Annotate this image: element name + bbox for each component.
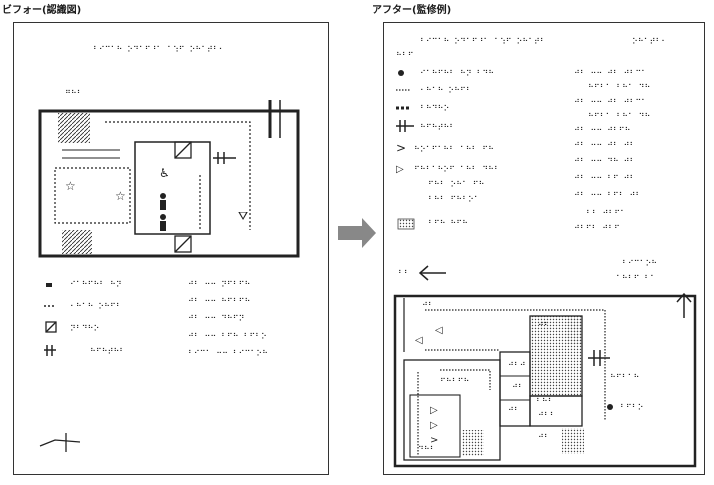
svg-text:⠚⠃ ⠒⠒ ⠚⠃ ⠚⠃⠉⠁: ⠚⠃ ⠒⠒ ⠚⠃ ⠚⠃⠉⠁ bbox=[574, 98, 647, 107]
after-title-braille-right: ⠕⠓⠁⠞⠃⠂ bbox=[632, 37, 667, 46]
after-legend-left: ⠊⠁⠓⠋⠓⠃ ⠓⠝ ⠃⠙⠓ ⠂⠓⠁⠓ ⠕⠓⠋⠃ ⠃⠓⠙⠓⠕ ⠓⠋⠓⠞⠓⠃ ⠓⠕⠁… bbox=[414, 69, 500, 228]
svg-text:⠋⠓⠃⠁⠓⠕⠋ ⠁⠓⠃ ⠙⠓⠃: ⠋⠓⠃⠁⠓⠕⠋ ⠁⠓⠃ ⠙⠓⠃ bbox=[414, 165, 500, 174]
svg-text:⠃⠊⠉⠁⠓ ⠕⠙⠁⠋⠘⠁ ⠁⠱⠋ ⠕⠓⠁⠞⠃⠂: ⠃⠊⠉⠁⠓ ⠕⠙⠁⠋⠘⠁ ⠁⠱⠋ ⠕⠓⠁⠞⠃⠂ bbox=[93, 45, 225, 54]
svg-text:⠚⠃: ⠚⠃ bbox=[422, 301, 434, 310]
after-sub-braille: ⠓⠃⠋ bbox=[396, 51, 414, 60]
legend-dot-icon bbox=[398, 70, 404, 76]
after-arrow-left-label: ⠃⠃ bbox=[398, 269, 410, 278]
svg-text:⠃⠋⠓ ⠓⠋⠓: ⠃⠋⠓ ⠓⠋⠓ bbox=[428, 219, 468, 228]
svg-text:⠚⠃⠋⠃ ⠚⠃⠋: ⠚⠃⠋⠃ ⠚⠃⠋ bbox=[574, 224, 620, 233]
svg-text:⠓⠋⠃⠁ ⠃⠓⠁ ⠙⠓: ⠓⠋⠃⠁ ⠃⠓⠁ ⠙⠓ bbox=[588, 112, 650, 121]
before-small-braille: ⠛⠓⠃ bbox=[65, 89, 83, 98]
svg-text:⠊⠁⠓⠋⠓⠃ ⠓⠝: ⠊⠁⠓⠋⠓⠃ ⠓⠝ bbox=[70, 280, 122, 289]
after-map-triangles: ◁ ◁ ▷ ▷ > bbox=[415, 325, 443, 446]
svg-text:⠚⠃ ⠒⠒ ⠓⠋⠃⠋⠓: ⠚⠃ ⠒⠒ ⠓⠋⠃⠋⠓ bbox=[188, 297, 250, 306]
svg-text:⠝⠃⠙⠓⠕: ⠝⠃⠙⠓⠕ bbox=[70, 324, 99, 333]
before-floor-plan bbox=[38, 100, 300, 258]
before-legend: ⠊⠁⠓⠋⠓⠃ ⠓⠝ ⠂⠓⠁⠓ ⠕⠓⠋⠃ ⠝⠃⠙⠓⠕ ⠓⠋⠓⠞⠓⠃ ⠚⠃ ⠒⠒ ⠝… bbox=[44, 280, 268, 358]
svg-text:⠚⠃ ⠒⠒ ⠚⠃ ⠚⠃⠉⠁: ⠚⠃ ⠒⠒ ⠚⠃ ⠚⠃⠉⠁ bbox=[574, 69, 647, 78]
after-legend-right: ⠚⠃ ⠒⠒ ⠚⠃ ⠚⠃⠉⠁ ⠓⠋⠃⠁ ⠃⠓⠁ ⠙⠓ ⠚⠃ ⠒⠒ ⠚⠃ ⠚⠃⠉⠁ … bbox=[574, 69, 650, 233]
svg-text:⠓⠋⠓⠞⠓⠃: ⠓⠋⠓⠞⠓⠃ bbox=[420, 123, 455, 132]
svg-text:⠚⠃ ⠒⠒ ⠃⠋ ⠚⠃: ⠚⠃ ⠒⠒ ⠃⠋ ⠚⠃ bbox=[574, 174, 635, 183]
svg-text:⠂⠓⠁⠓ ⠕⠓⠋⠃: ⠂⠓⠁⠓ ⠕⠓⠋⠃ bbox=[70, 302, 122, 311]
svg-text:⠙⠓⠃: ⠙⠓⠃ bbox=[418, 445, 436, 454]
svg-text:⠚⠃: ⠚⠃ bbox=[538, 321, 550, 330]
before-title-braille: ⠃⠊⠉⠁⠓ ⠕⠙⠁⠋⠘⠁ ⠁⠱⠋ ⠕⠓⠁⠞⠃⠂ bbox=[93, 45, 225, 54]
wheelchair-icon: ♿ bbox=[159, 166, 170, 180]
svg-text:⠃⠓⠃ ⠋⠓⠃⠕⠁: ⠃⠓⠃ ⠋⠓⠃⠕⠁ bbox=[428, 195, 480, 204]
svg-text:◁: ◁ bbox=[415, 335, 423, 346]
svg-text:⠚⠃: ⠚⠃ bbox=[538, 433, 550, 442]
after-title-braille: ⠃⠊⠉⠁⠓ ⠕⠙⠁⠋⠘⠁ ⠁⠱⠋ ⠕⠓⠁⠞⠃ bbox=[420, 37, 546, 46]
svg-text:▷: ▷ bbox=[430, 405, 438, 416]
svg-text:⠚⠃ ⠒⠒ ⠃⠋⠓ ⠃⠋⠃⠕: ⠚⠃ ⠒⠒ ⠃⠋⠓ ⠃⠋⠃⠕ bbox=[188, 332, 267, 341]
svg-text:⠓⠋⠓⠞⠓⠃: ⠓⠋⠓⠞⠓⠃ bbox=[90, 347, 125, 356]
svg-text:⠋⠓⠃⠋⠓: ⠋⠓⠃⠋⠓ bbox=[440, 377, 469, 386]
person-icon-male bbox=[160, 193, 166, 199]
after-floor-plan bbox=[393, 294, 697, 468]
after-map-labels: ⠚⠃ ⠚⠃ ⠋⠓⠃⠋⠓ ⠚⠃⠚ ⠚⠃ ⠚⠃ ⠃⠓⠃ ⠚⠃⠃ ⠓⠋⠃⠁⠓ ⠃⠋⠃⠕… bbox=[418, 301, 643, 454]
svg-text:⠚⠃ ⠒⠒ ⠚⠃ ⠚⠃: ⠚⠃ ⠒⠒ ⠚⠃ ⠚⠃ bbox=[574, 141, 635, 150]
before-label: ビフォー(認識図) bbox=[2, 5, 82, 16]
svg-text:⠚⠃: ⠚⠃ bbox=[512, 383, 524, 392]
svg-text:>: > bbox=[430, 435, 438, 446]
svg-text:⠚⠃ ⠒⠒ ⠚⠃⠋⠓: ⠚⠃ ⠒⠒ ⠚⠃⠋⠓ bbox=[574, 126, 631, 135]
svg-text:⠚⠃: ⠚⠃ bbox=[508, 406, 520, 415]
person-icon-body-male bbox=[160, 200, 166, 210]
star-icon: ☆ bbox=[115, 189, 126, 203]
svg-text:⠃⠓⠃: ⠃⠓⠃ bbox=[536, 397, 554, 406]
svg-text:⠚⠃ ⠒⠒ ⠙⠓⠋⠝: ⠚⠃ ⠒⠒ ⠙⠓⠋⠝ bbox=[188, 314, 245, 323]
svg-text:⠃⠋⠃⠕: ⠃⠋⠃⠕ bbox=[620, 403, 643, 412]
legend-icon-1 bbox=[46, 283, 52, 287]
svg-text:⠓⠕⠁⠋⠁⠓⠃ ⠁⠓⠃ ⠋⠓: ⠓⠕⠁⠋⠁⠓⠃ ⠁⠓⠃ ⠋⠓ bbox=[414, 145, 494, 154]
svg-text:⠚⠃⠃: ⠚⠃⠃ bbox=[538, 411, 556, 420]
legend-dotted-area-icon bbox=[397, 218, 415, 230]
svg-text:⠚⠃ ⠒⠒ ⠃⠋⠃ ⠚⠃: ⠚⠃ ⠒⠒ ⠃⠋⠃ ⠚⠃ bbox=[574, 191, 641, 200]
svg-text:⠂⠓⠁⠓ ⠕⠓⠋⠃: ⠂⠓⠁⠓ ⠕⠓⠋⠃ bbox=[420, 86, 472, 95]
before-restroom-icons: ♿ ☆ ☆ ⛛ bbox=[65, 166, 248, 231]
after-label: アフター(監修例) bbox=[372, 5, 452, 16]
svg-text:⠃⠓⠙⠓⠕: ⠃⠓⠙⠓⠕ bbox=[420, 104, 449, 113]
after-map-dot-icon bbox=[607, 404, 613, 410]
after-panel bbox=[383, 22, 705, 475]
svg-text:⠓⠋⠃⠁⠓: ⠓⠋⠃⠁⠓ bbox=[610, 373, 639, 382]
svg-text:⠃⠊⠉⠁ ⠒⠒ ⠃⠊⠉⠁⠕⠓: ⠃⠊⠉⠁ ⠒⠒ ⠃⠊⠉⠁⠕⠓ bbox=[188, 349, 268, 358]
person-icon-body-female bbox=[160, 221, 166, 231]
svg-text:⠃⠃ ⠚⠃⠋⠁: ⠃⠃ ⠚⠃⠋⠁ bbox=[586, 209, 626, 218]
after-arrow-up-icon bbox=[676, 292, 692, 318]
after-arrow-left-icon bbox=[418, 265, 446, 281]
svg-text:⠚⠃⠚: ⠚⠃⠚ bbox=[508, 361, 526, 370]
before-north-arrow-icon bbox=[39, 433, 81, 452]
person-icon-female bbox=[160, 214, 166, 220]
svg-text:⠁⠓⠃⠋ ⠃⠁: ⠁⠓⠃⠋ ⠃⠁ bbox=[616, 274, 656, 283]
svg-text:⠚⠃ ⠒⠒ ⠝⠋⠃⠋⠓: ⠚⠃ ⠒⠒ ⠝⠋⠃⠋⠓ bbox=[188, 280, 250, 289]
svg-text:⠊⠁⠓⠋⠓⠃ ⠓⠝ ⠃⠙⠓: ⠊⠁⠓⠋⠓⠃ ⠓⠝ ⠃⠙⠓ bbox=[420, 69, 494, 78]
svg-text:⠋⠓⠃ ⠕⠓⠁ ⠋⠓: ⠋⠓⠃ ⠕⠓⠁ ⠋⠓ bbox=[428, 180, 485, 189]
triangle-open-icon: > bbox=[396, 141, 406, 155]
triangle-filled-icon: ▷ bbox=[396, 164, 404, 175]
svg-text:⠚⠃ ⠒⠒ ⠙⠓ ⠚⠃: ⠚⠃ ⠒⠒ ⠙⠓ ⠚⠃ bbox=[574, 157, 635, 166]
svg-text:⠃⠊⠉⠁⠕⠓: ⠃⠊⠉⠁⠕⠓ bbox=[622, 259, 657, 268]
star-icon-2: ☆ bbox=[65, 179, 76, 193]
svg-text:◁: ◁ bbox=[435, 325, 443, 336]
svg-text:▷: ▷ bbox=[430, 420, 438, 431]
after-legend-icons: > ▷ bbox=[396, 70, 415, 230]
legend-icon-3 bbox=[45, 321, 57, 333]
stairs-icon: ⛛ bbox=[238, 209, 248, 223]
svg-text:⠓⠋⠃⠁ ⠃⠓⠁ ⠙⠓: ⠓⠋⠃⠁ ⠃⠓⠁ ⠙⠓ bbox=[588, 83, 650, 92]
